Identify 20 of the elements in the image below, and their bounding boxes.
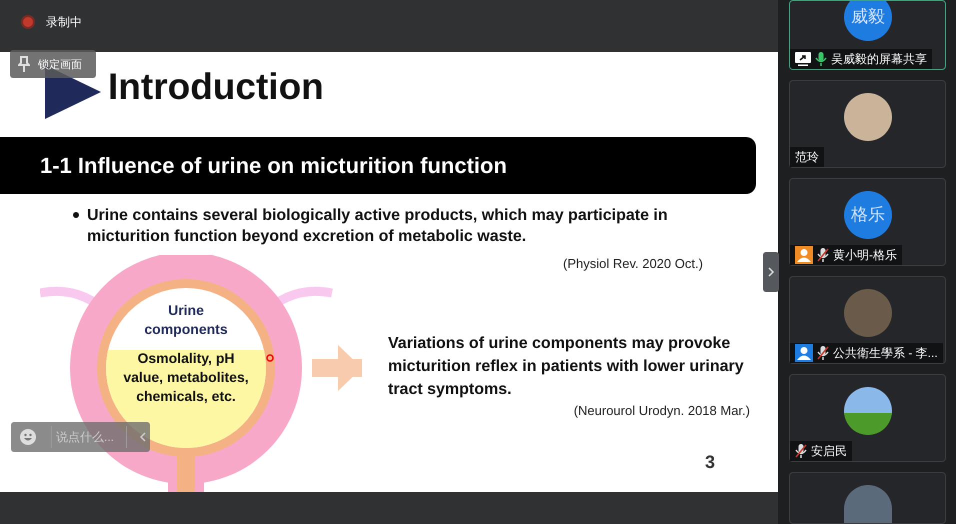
page-number: 3 bbox=[705, 452, 716, 473]
avatar: 威毅 bbox=[844, 1, 892, 41]
citation: (Neurourol Urodyn. 2018 Mar.) bbox=[572, 403, 751, 418]
recording-status: 录制中 bbox=[46, 14, 82, 31]
citation: (Physiol Rev. 2020 Oct.) bbox=[563, 256, 703, 271]
avatar: 格乐 bbox=[844, 191, 892, 239]
participant-name: 公共衛生學系 - 李... bbox=[833, 345, 938, 362]
participant-name: 吴威毅的屏幕共享 bbox=[831, 51, 927, 68]
text-input: 说点什么... bbox=[51, 426, 127, 448]
slide-title: Introduction bbox=[108, 66, 324, 108]
participant-name: 黄小明-格乐 bbox=[833, 247, 897, 264]
participant-name: 安启民 bbox=[811, 443, 847, 460]
participant-name: 范玲 bbox=[795, 149, 819, 166]
block-arrow bbox=[312, 345, 362, 391]
finding-text: Variations of urine components may provoke micturition reflex in patients with lower urinary tract symptoms. bbox=[388, 334, 745, 400]
component-heading: Urine components bbox=[143, 301, 229, 339]
component-list: Osmolality, pH value, metabolites, chemicals, etc. bbox=[122, 349, 250, 406]
lock-screen-button: 锁定画面 bbox=[10, 50, 96, 78]
section-heading: 1-1 Influence of urine on micturition function bbox=[0, 137, 756, 194]
bullet-text: Urine contains several biologically active products, which may participate in micturition function beyond excretion of metabolic waste. bbox=[87, 206, 669, 247]
